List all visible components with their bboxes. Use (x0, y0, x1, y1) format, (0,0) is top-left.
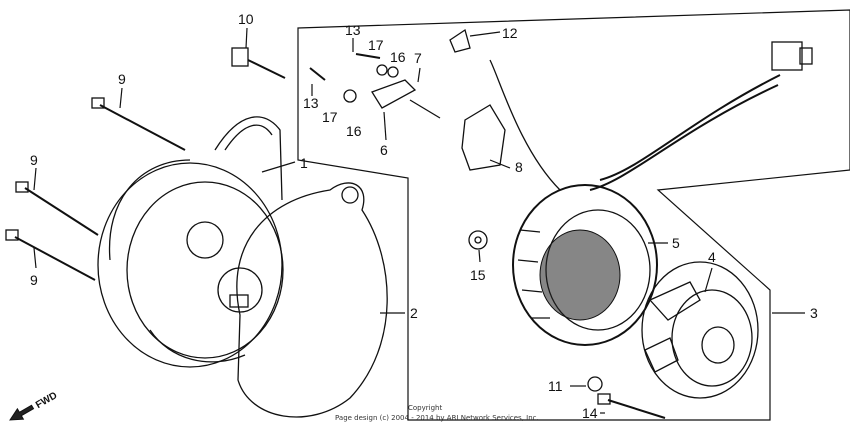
part-12-clip (449, 28, 471, 53)
callout-6: 6 (380, 142, 388, 158)
callout-1: 1 (300, 155, 308, 171)
subassembly-boundary (297, 9, 850, 421)
callout-9-bottom: 9 (30, 272, 38, 288)
fwd-label: FWD (34, 390, 59, 411)
part-9-bolts (5, 97, 186, 281)
callout-11: 11 (548, 378, 563, 394)
part-8-bracket (461, 104, 506, 171)
callout-9-top: 9 (118, 71, 126, 87)
part-6-7-clamp (343, 64, 441, 119)
part-14-bolt (597, 393, 666, 419)
callout-8: 8 (515, 159, 523, 175)
copyright-line-2: Page design (c) 2004 - 2014 by ARI Netwo… (335, 414, 539, 422)
callout-7: 7 (414, 50, 422, 66)
callout-12: 12 (502, 25, 518, 41)
callout-2: 2 (410, 305, 418, 321)
leader-lines (33, 27, 805, 414)
callout-17-bottom: 17 (322, 109, 338, 125)
callout-15: 15 (470, 267, 486, 283)
callout-17-top: 17 (368, 37, 384, 53)
part-15-grommet (468, 230, 488, 250)
callout-13-bottom: 13 (303, 95, 319, 111)
copyright-line-1: Copyright (408, 404, 442, 412)
part-13-screws (309, 53, 381, 81)
fwd-arrow: FWD (9, 390, 59, 421)
callout-13-top: 13 (345, 22, 361, 38)
callout-5: 5 (672, 235, 680, 251)
part-10-bolt (231, 47, 286, 79)
callout-4: 4 (708, 249, 716, 265)
callout-3: 3 (810, 305, 818, 321)
callout-14: 14 (582, 405, 598, 421)
part-2-gasket (236, 182, 388, 418)
wire-harness (489, 41, 813, 191)
callout-9-mid: 9 (30, 152, 38, 168)
part-11-washer (587, 376, 603, 392)
part-1-cover (97, 116, 284, 368)
callout-16-top: 16 (390, 49, 406, 65)
callout-16-bottom: 16 (346, 123, 362, 139)
part-5-stator (512, 184, 658, 346)
callout-labels: 1 2 3 4 5 6 7 8 9 9 9 10 11 12 13 13 14 … (30, 11, 818, 421)
part-3-rotor (641, 261, 759, 399)
callout-10: 10 (238, 11, 254, 27)
